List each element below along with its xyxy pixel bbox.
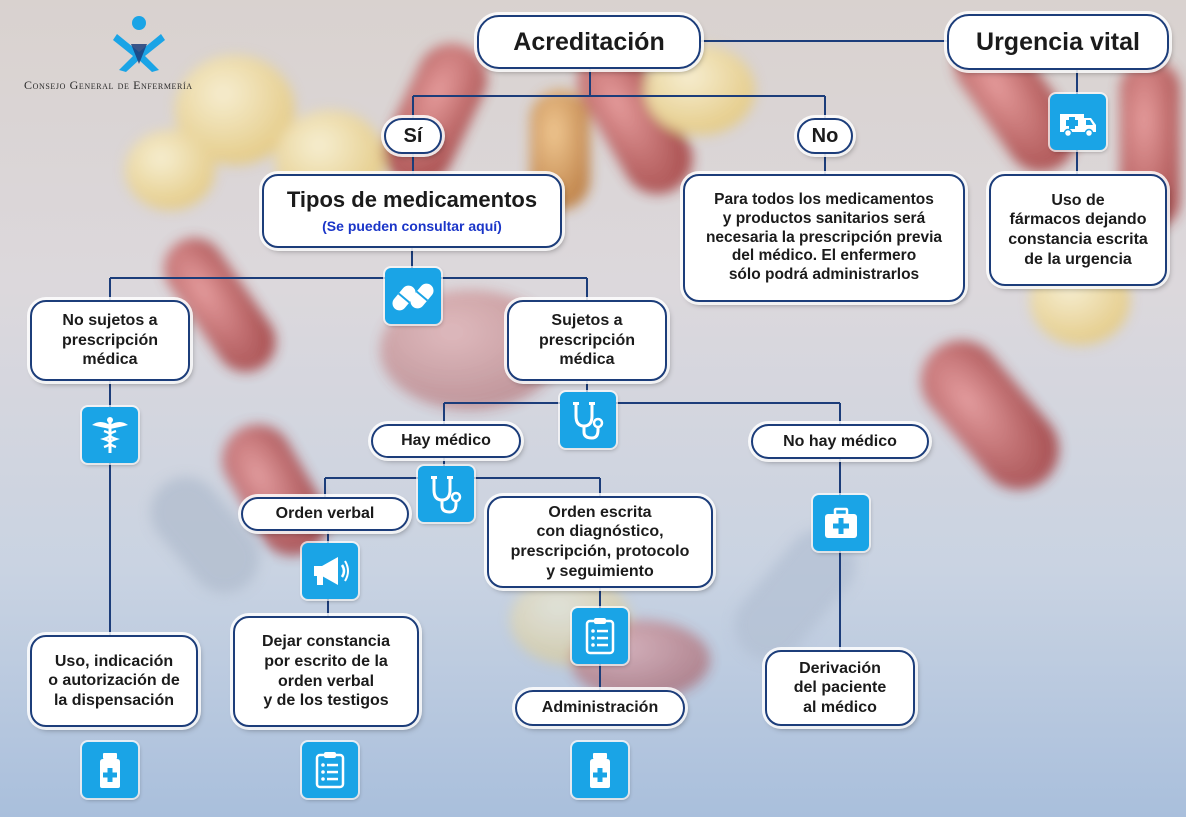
acreditacion-label: Acreditación [513,27,665,56]
orden-verbal-node: Orden verbal [241,497,409,531]
acreditacion-node: Acreditación [477,15,701,69]
no-sujetos-line-3: médica [82,351,138,369]
uso-indicacion-line-1: Uso, indicación [54,652,174,670]
derivacion-line-2: del paciente [793,679,887,697]
dejar-constancia-node: Dejar constancia por escrito de la orden… [233,616,419,727]
organization-name: Consejo General de Enfermería [24,78,193,92]
no-sujetos-prescripcion-node: No sujetos a prescripción médica [30,300,190,381]
dejar-constancia-line-4: y de los testigos [263,692,389,710]
uso-farmacos-line-2: fármacos dejando [1009,211,1147,229]
tipos-title: Tipos de medicamentos [286,187,538,213]
dejar-constancia-line-1: Dejar constancia [261,633,391,651]
sujetos-line-3: médica [559,351,615,369]
urgencia-vital-node: Urgencia vital [947,14,1169,70]
orden-escrita-line-2: con diagnóstico, [536,523,664,541]
prescripcion-previa-node: Para todos los medicamentos y productos … [683,174,965,302]
nurse-figure-logo-icon [113,16,165,72]
dejar-constancia-line-2: por escrito de la [264,652,388,670]
uso-indicacion-node: Uso, indicación o autorización de la dis… [30,635,198,727]
sujetos-prescripcion-node: Sujetos a prescripción médica [507,300,667,381]
megaphone-icon [302,543,358,599]
medicine-bottle-icon [572,742,628,798]
prescripcion-line-1: Para todos los medicamentos [714,190,934,208]
prescripcion-line-3: necesaria la prescripción previa [705,228,943,246]
orden-verbal-label: Orden verbal [275,505,375,523]
tipos-consult-link[interactable]: (Se pueden consultar aquí) [322,217,502,234]
stethoscope-icon [418,466,474,522]
orden-escrita-line-3: prescripción, protocolo [510,543,690,560]
hay-medico-label: Hay médico [401,432,491,450]
sujetos-line-2: prescripción [538,331,636,349]
no-hay-medico-node: No hay médico [751,424,929,459]
pills-icon [385,268,441,324]
uso-farmacos-node: Uso de fármacos dejando constancia escri… [989,174,1167,286]
derivacion-line-3: al médico [803,698,877,716]
si-node: Sí [384,118,442,154]
derivacion-line-1: Derivación [799,659,881,677]
no-label: No [811,124,839,147]
dejar-constancia-line-3: orden verbal [277,672,375,690]
orden-escrita-line-1: Orden escrita [548,503,652,521]
uso-farmacos-line-4: de la urgencia [1024,250,1132,268]
administracion-node: Administración [515,690,685,726]
logo: Consejo General de Enfermería [24,14,254,104]
derivacion-node: Derivación del paciente al médico [765,650,915,726]
first-aid-kit-icon [813,495,869,551]
prescripcion-line-4: del médico. El enfermero [731,247,917,265]
no-node: No [797,118,853,154]
uso-farmacos-line-3: constancia escrita [1008,231,1148,248]
tipos-medicamentos-node: Tipos de medicamentos (Se pueden consult… [262,174,562,248]
administracion-label: Administración [541,699,659,717]
orden-escrita-line-4: y seguimiento [546,562,654,580]
hay-medico-node: Hay médico [371,424,521,458]
medicine-bottle-icon [82,742,138,798]
no-sujetos-line-1: No sujetos a [62,312,158,330]
prescripcion-line-2: y productos sanitarios será [722,209,926,227]
stethoscope-icon [560,392,616,448]
si-label: Sí [403,124,423,147]
uso-farmacos-line-1: Uso de [1051,191,1105,209]
clipboard-icon [572,608,628,664]
uso-indicacion-line-2: o autorización de [48,672,180,690]
uso-indicacion-line-3: la dispensación [53,691,175,709]
clipboard-icon [302,742,358,798]
sujetos-line-1: Sujetos a [551,312,623,330]
prescripcion-line-5: sólo podrá administrarlos [728,266,920,284]
orden-escrita-node: Orden escrita con diagnóstico, prescripc… [487,496,713,588]
caduceus-icon [82,407,138,463]
no-sujetos-line-2: prescripción [61,331,159,349]
ambulance-icon [1050,94,1106,150]
urgencia-vital-label: Urgencia vital [976,27,1140,56]
no-hay-medico-label: No hay médico [783,432,897,450]
